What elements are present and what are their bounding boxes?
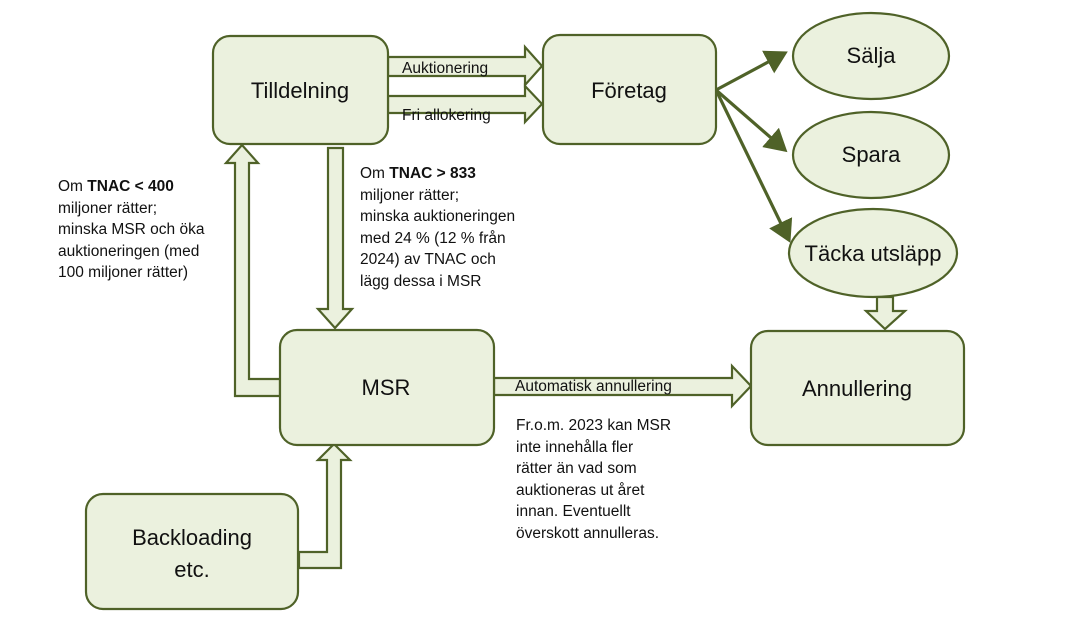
box-backloading [84,492,300,611]
label-fri-allokering: Fri allokering [402,107,491,124]
note-tnac-high-threshold: TNAC > 833 [389,165,476,182]
label-spara: Spara [842,142,901,167]
arrow-backloading-to-msr [297,442,353,570]
arrow-to-tacka [714,89,793,243]
arrow-msr-to-tilldelning [223,143,282,398]
label-tilldelning: Tilldelning [251,78,349,103]
note-tnac-low-threshold: TNAC < 400 [87,178,174,195]
box-tilldelning [211,34,390,146]
arrow-tilldelning-to-msr [315,146,355,330]
label-auktionering: Auktionering [402,60,488,77]
note-msr-cap: Fr.o.m. 2023 kan MSR inte innehålla fler… [516,417,672,542]
box-foretag [541,33,718,146]
label-msr: MSR [362,375,411,400]
arrow-automatisk-annullering [492,363,753,409]
label-backloading-line1: Backloading [132,525,252,550]
label-backloading-line2: etc. [174,557,209,582]
ellipse-salja [791,11,951,101]
label-salja: Sälja [847,43,897,68]
label-automatisk-annullering: Automatisk annullering [515,378,672,395]
ellipse-tacka [787,207,959,299]
label-foretag: Företag [591,78,667,103]
box-msr [278,328,496,447]
arrow-fri-allokering [386,83,544,125]
arrow-to-spara [714,88,788,153]
arrow-auktionering [386,44,544,88]
label-annullering: Annullering [802,376,912,401]
label-tacka: Täcka utsläpp [805,241,942,266]
box-annullering [749,329,966,447]
ellipse-spara [791,110,951,200]
arrow-to-salja [715,50,788,92]
arrow-tacka-to-annullering [863,295,908,331]
